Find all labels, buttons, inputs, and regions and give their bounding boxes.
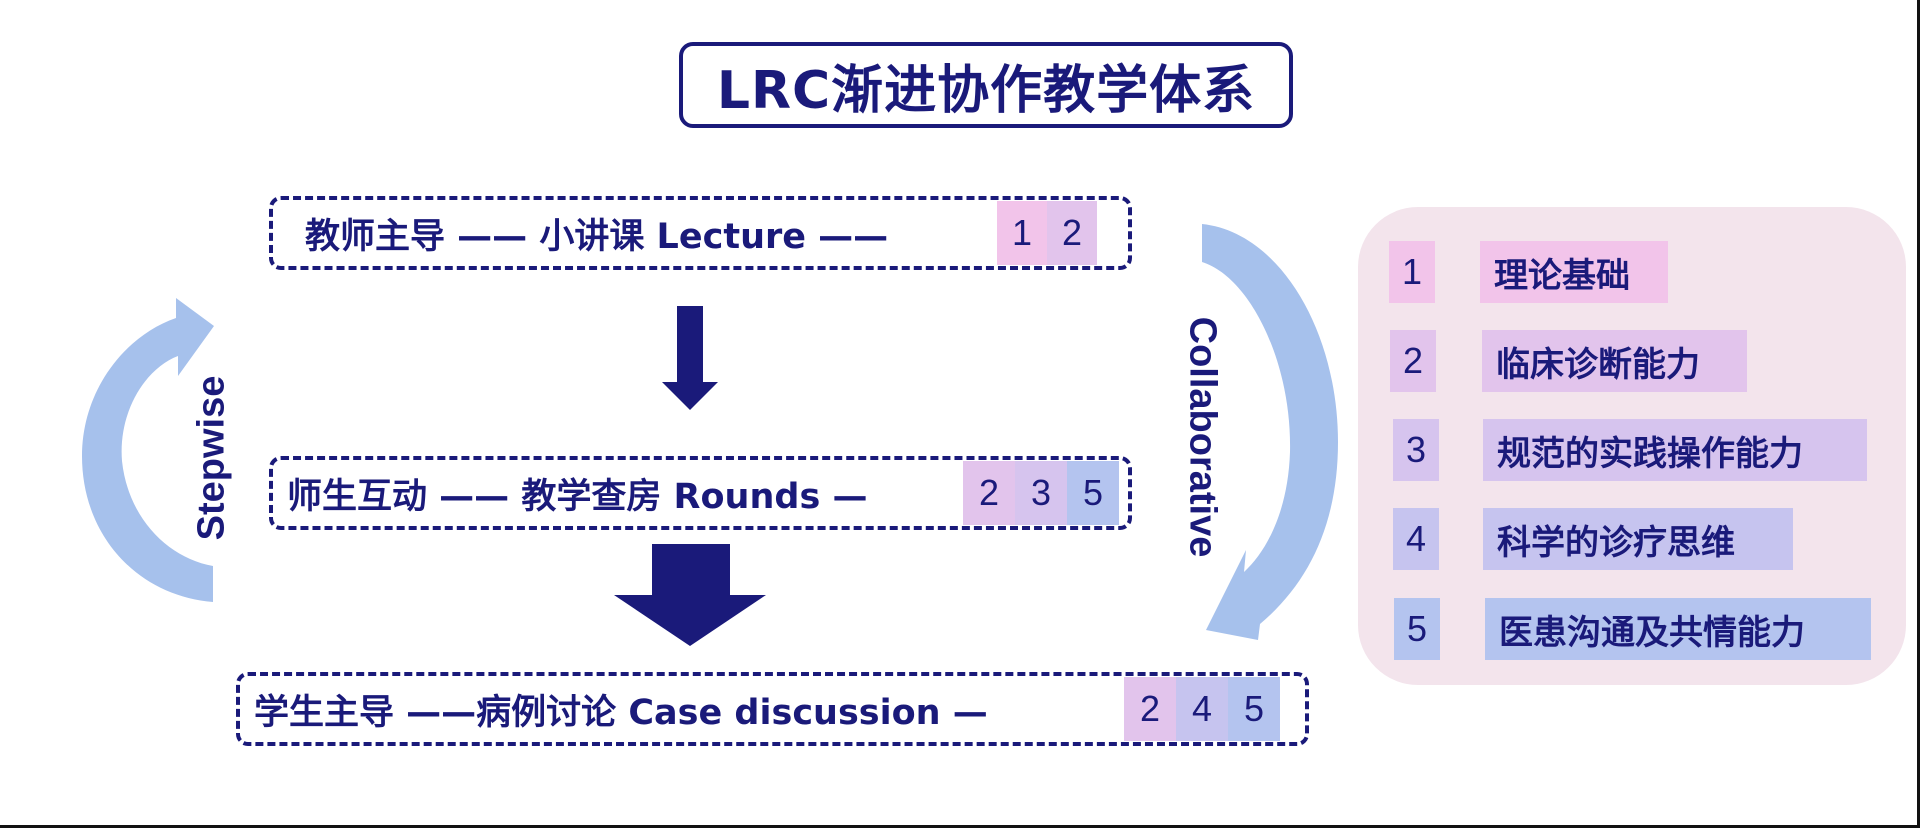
stage-case-discussion-chips: 2 4 5 [1124, 677, 1280, 741]
down-arrow-small-icon [662, 306, 718, 410]
stage-case-discussion: 学生主导 ——病例讨论 Case discussion — 2 4 5 [236, 672, 1309, 746]
chip-3: 3 [1015, 461, 1067, 525]
stage-rounds: 师生互动 —— 教学查房 Rounds — 2 3 5 [269, 456, 1132, 530]
stage-lecture: 教师主导 —— 小讲课 Lecture —— 1 2 [269, 196, 1132, 270]
stage-rounds-text: 师生互动 —— 教学查房 Rounds — [287, 476, 868, 517]
legend-label: 临床诊断能力 [1482, 330, 1747, 392]
chip-4: 4 [1176, 677, 1228, 741]
legend-number: 3 [1393, 419, 1439, 481]
legend-label: 医患沟通及共情能力 [1485, 598, 1871, 660]
legend-number: 1 [1389, 241, 1435, 303]
legend-label: 理论基础 [1480, 241, 1668, 303]
stage-rounds-chips: 2 3 5 [963, 461, 1119, 525]
frame-edge-right [1917, 0, 1920, 828]
competency-legend-panel: 1 理论基础 2 临床诊断能力 3 规范的实践操作能力 4 科学的诊疗思维 5 … [1358, 207, 1906, 685]
stage-lecture-chips: 1 2 [997, 201, 1097, 265]
title-box: LRC渐进协作教学体系 [679, 42, 1293, 128]
chip-1: 1 [997, 201, 1047, 265]
stepwise-curved-arrow-icon [82, 298, 214, 602]
stage-case-discussion-text: 学生主导 ——病例讨论 Case discussion — [254, 692, 988, 733]
down-arrow-large-icon [614, 544, 766, 646]
chip-5: 5 [1067, 461, 1119, 525]
legend-number: 2 [1390, 330, 1436, 392]
frame-edge-bottom [0, 825, 1920, 828]
legend-number: 4 [1393, 508, 1439, 570]
chip-2: 2 [1047, 201, 1097, 265]
stepwise-label: Stepwise [190, 375, 233, 541]
legend-label: 规范的实践操作能力 [1483, 419, 1867, 481]
chip-5: 5 [1228, 677, 1280, 741]
legend-number: 5 [1394, 598, 1440, 660]
stage-lecture-text: 教师主导 —— 小讲课 Lecture —— [305, 216, 889, 257]
collaborative-curved-arrow-icon [1202, 224, 1338, 640]
chip-2: 2 [1124, 677, 1176, 741]
legend-label: 科学的诊疗思维 [1483, 508, 1793, 570]
collaborative-label: Collaborative [1181, 316, 1224, 558]
chip-2: 2 [963, 461, 1015, 525]
diagram-title: LRC渐进协作教学体系 [716, 60, 1256, 121]
